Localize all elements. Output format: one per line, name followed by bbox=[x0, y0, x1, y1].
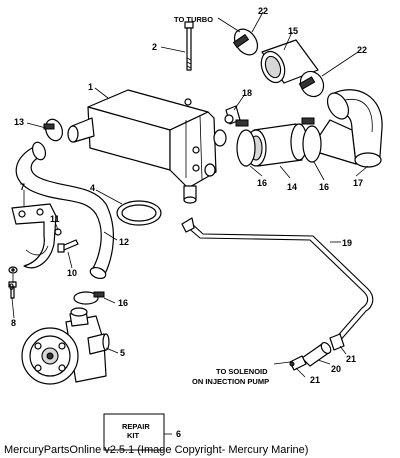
callout-5: 5 bbox=[120, 348, 125, 358]
bolt-10 bbox=[57, 239, 79, 253]
pump-5 bbox=[21, 307, 110, 385]
callout-22-lower: 22 bbox=[357, 45, 367, 55]
callout-22-upper: 22 bbox=[258, 6, 268, 16]
tube-19 bbox=[181, 217, 374, 344]
hose-20 bbox=[301, 341, 332, 367]
clamp-13 bbox=[43, 118, 64, 142]
callout-2: 2 bbox=[152, 42, 157, 52]
to-turbo-label: TO TURBO bbox=[174, 15, 213, 24]
callout-9: 9 bbox=[9, 282, 14, 292]
callout-7: 7 bbox=[20, 182, 25, 192]
nut-9 bbox=[8, 266, 18, 274]
callout-16-right: 16 bbox=[319, 182, 329, 192]
fitting-18 bbox=[224, 105, 241, 125]
callout-1: 1 bbox=[88, 82, 93, 92]
callout-20: 20 bbox=[331, 364, 341, 374]
repair-kit-line2: KIT bbox=[127, 431, 140, 440]
clamp-16-pump bbox=[73, 291, 105, 305]
hose-15 bbox=[260, 39, 319, 84]
leader-lines bbox=[11, 11, 369, 378]
callout-14: 14 bbox=[287, 182, 297, 192]
aftercooler-1 bbox=[67, 89, 227, 204]
clamp-22-upper bbox=[232, 28, 259, 56]
callout-17: 17 bbox=[353, 178, 363, 188]
callout-12: 12 bbox=[119, 237, 129, 247]
clamp-16-left bbox=[235, 119, 256, 167]
bracket-7 bbox=[11, 203, 57, 269]
repair-kit-box: REPAIR KIT 6 bbox=[103, 413, 181, 451]
callout-6: 6 bbox=[176, 429, 181, 439]
o-ring-4 bbox=[116, 200, 162, 226]
bolt-8 bbox=[8, 281, 17, 299]
callout-15: 15 bbox=[288, 26, 298, 36]
fitting-21-lower bbox=[289, 355, 307, 371]
clamp-16-right bbox=[301, 117, 322, 163]
bolt-2 bbox=[184, 21, 194, 71]
fitting-21-upper bbox=[329, 333, 345, 351]
callout-8: 8 bbox=[11, 318, 16, 328]
callout-4: 4 bbox=[90, 183, 95, 193]
repair-kit-line1: REPAIR bbox=[122, 422, 150, 431]
to-solenoid-label-line2: ON INJECTION PUMP bbox=[192, 377, 269, 386]
callout-16-left: 16 bbox=[257, 178, 267, 188]
callout-21-lower: 21 bbox=[310, 375, 320, 385]
callout-10: 10 bbox=[67, 268, 77, 278]
copyright-footer: MercuryPartsOnline v2.5.1 (Image Copyrig… bbox=[4, 444, 308, 456]
callout-13: 13 bbox=[14, 117, 24, 127]
callout-21-upper: 21 bbox=[346, 354, 356, 364]
clamp-22-lower bbox=[298, 70, 325, 98]
callout-11: 11 bbox=[50, 214, 60, 224]
callout-18: 18 bbox=[242, 88, 252, 98]
callout-16-pump: 16 bbox=[118, 298, 128, 308]
hose-12 bbox=[15, 141, 114, 280]
elbow-hose-17 bbox=[309, 89, 383, 168]
to-solenoid-label-line1: TO SOLENOID bbox=[216, 367, 268, 376]
callout-19: 19 bbox=[342, 238, 352, 248]
